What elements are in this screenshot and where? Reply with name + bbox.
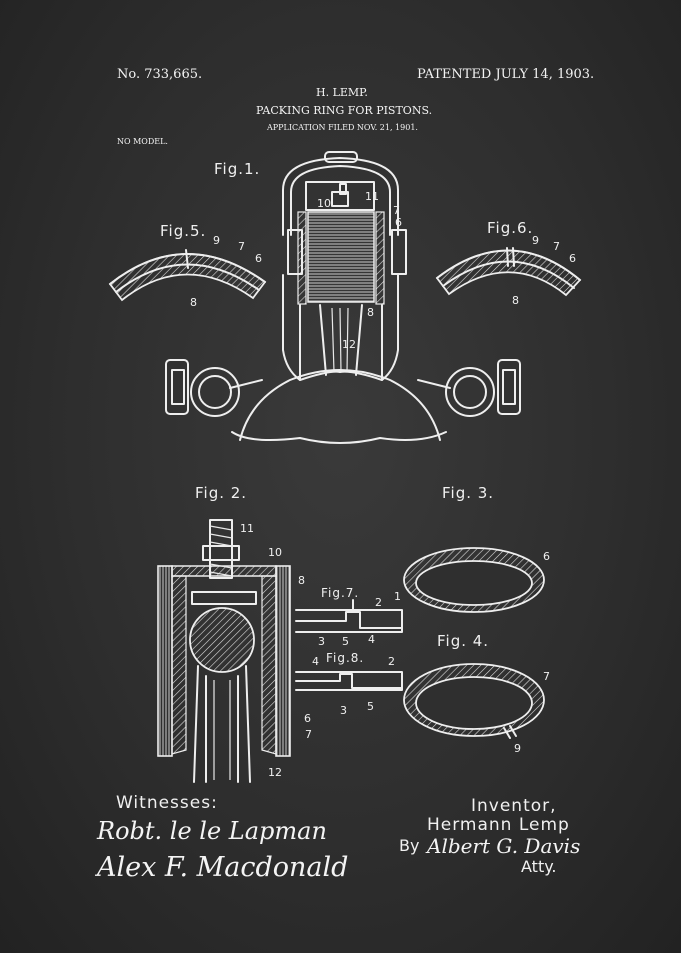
inventor-signature: Hermann Lemp (427, 815, 570, 835)
fig7-numeral-4: 4 (368, 633, 375, 646)
inventor-name-header: H. LEMP. (316, 86, 368, 99)
fig5-numeral-9: 9 (213, 234, 220, 247)
fig3-numeral-6: 6 (543, 550, 550, 563)
fig7-drawing: 2 1 3 5 4 (295, 590, 403, 648)
fig3-label: Fig. 3. (442, 484, 495, 502)
fig4-numeral-7: 7 (543, 670, 550, 683)
fig2-numeral-10: 10 (268, 546, 282, 559)
atty-label: Atty. (521, 857, 557, 876)
fig6-numeral-8: 8 (512, 294, 519, 307)
inventor-label: Inventor, (471, 796, 557, 816)
fig1-label: Fig.1. (214, 160, 261, 178)
fig2-numeral-11: 11 (240, 522, 254, 535)
fig6-label: Fig.6. (487, 219, 534, 237)
fig4-drawing: 7 9 (403, 663, 550, 755)
fig6-numeral-7: 7 (553, 240, 560, 253)
fig7-numeral-3: 3 (318, 635, 325, 648)
fig1-numeral-11: 11 (365, 190, 379, 203)
patent-date: PATENTED JULY 14, 1903. (417, 67, 595, 82)
fig5-numeral-7: 7 (238, 240, 245, 253)
fig2-numeral-8: 8 (298, 574, 305, 587)
fig1-numeral-10: 10 (317, 197, 331, 210)
witness-1-signature: Robt. le le Lapman (97, 817, 327, 845)
fig6-drawing: 9 7 6 8 (435, 234, 582, 307)
fig8-label: Fig.8. (326, 651, 365, 665)
fig8-numeral-4: 4 (312, 655, 319, 668)
attorney-signature: Albert G. Davis (427, 834, 581, 858)
fig8-numeral-5: 5 (367, 700, 374, 713)
fig8-numeral-3: 3 (340, 704, 347, 717)
witness-2-signature: Alex F. Macdonald (97, 852, 349, 883)
fig7-numeral-5: 5 (342, 635, 349, 648)
fig1-drawing: 11 10 7 6 8 12 (165, 151, 521, 444)
fig2-label: Fig. 2. (195, 484, 248, 502)
fig2-numeral-12: 12 (268, 766, 282, 779)
fig1-numeral-7: 7 (393, 204, 400, 217)
fig6-numeral-6: 6 (569, 252, 576, 265)
no-model: NO MODEL. (117, 137, 168, 146)
patent-title: PACKING RING FOR PISTONS. (256, 104, 433, 117)
fig7-numeral-1: 1 (394, 590, 401, 603)
fig2-numeral-7: 7 (305, 728, 312, 741)
fig5-numeral-6: 6 (255, 252, 262, 265)
fig6-numeral-9: 9 (532, 234, 539, 247)
witnesses-label: Witnesses: (116, 793, 218, 813)
fig5-drawing: 9 7 6 8 (108, 234, 267, 309)
patent-number: No. 733,665. (117, 67, 203, 82)
fig7-numeral-2: 2 (375, 596, 382, 609)
application-filed: APPLICATION FILED NOV. 21, 1901. (267, 123, 418, 132)
fig3-drawing: 6 (403, 547, 550, 613)
by-label: By (399, 836, 420, 855)
fig4-numeral-9: 9 (514, 742, 521, 755)
fig8-drawing: 4 2 3 5 (295, 655, 403, 717)
fig4-label: Fig. 4. (437, 632, 490, 650)
fig1-numeral-6: 6 (395, 216, 402, 229)
fig8-numeral-2: 2 (388, 655, 395, 668)
fig5-label: Fig.5. (160, 222, 207, 240)
fig1-numeral-12: 12 (342, 338, 356, 351)
fig1-numeral-8: 8 (367, 306, 374, 319)
fig2-drawing: 11 10 8 6 7 12 (157, 519, 312, 783)
fig7-label: Fig.7. (321, 586, 360, 600)
fig2-numeral-6: 6 (304, 712, 311, 725)
fig5-numeral-8: 8 (190, 296, 197, 309)
